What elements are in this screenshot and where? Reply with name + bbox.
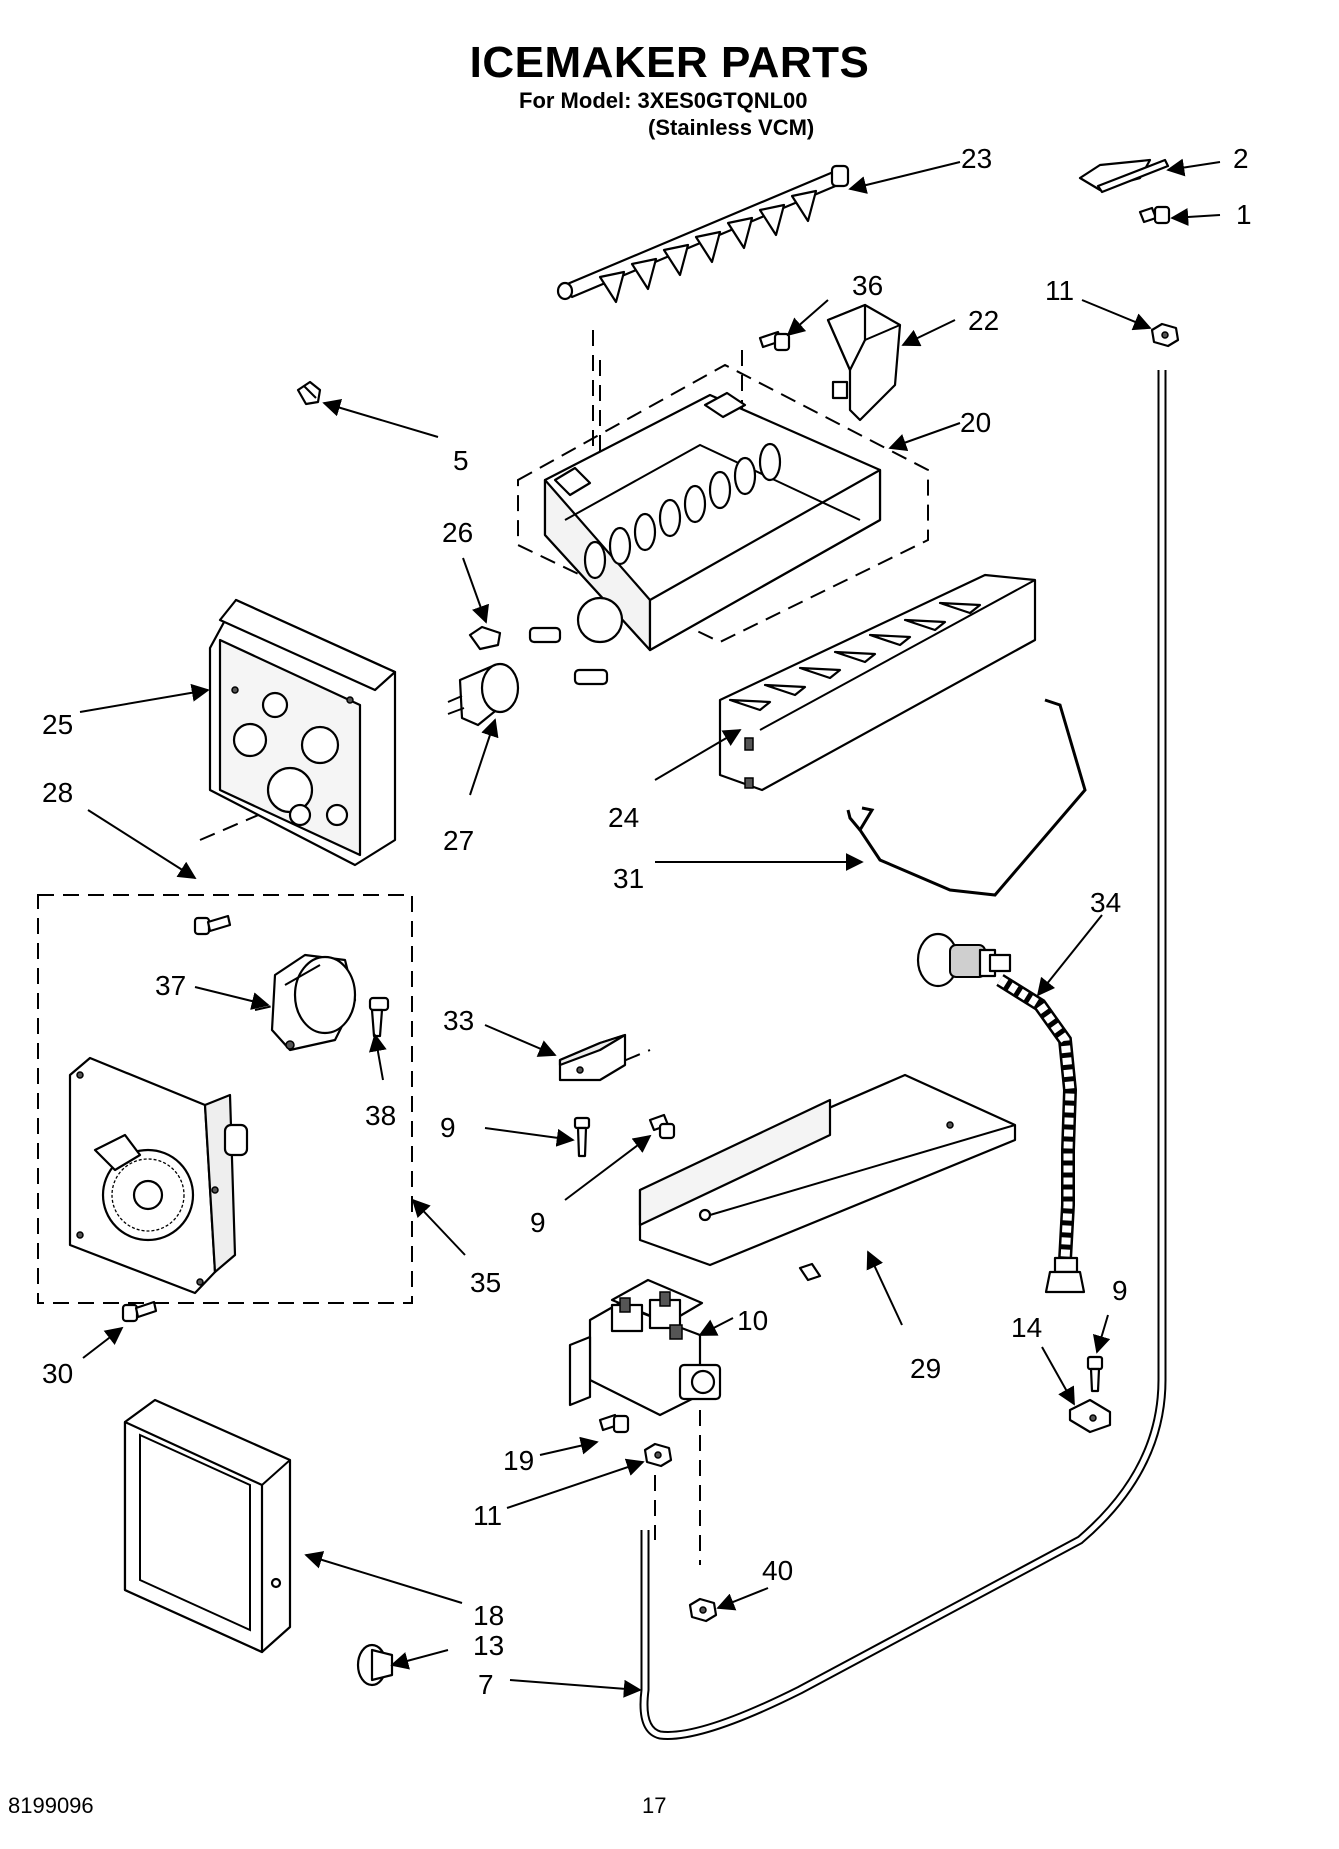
supply-tube-part-7 bbox=[639, 370, 1167, 1740]
cover-part-29 bbox=[638, 1073, 1017, 1282]
bracket-part-33 bbox=[558, 1033, 627, 1082]
plug-part-13 bbox=[356, 1643, 394, 1687]
shutoff-arm-part-31 bbox=[846, 698, 1087, 897]
callout-25: 25 bbox=[42, 709, 73, 740]
screw-part-36 bbox=[758, 330, 791, 352]
mold-part-20 bbox=[528, 391, 882, 686]
callout-20: 20 bbox=[960, 407, 991, 438]
callout-7: 7 bbox=[478, 1669, 494, 1700]
clip-part-26 bbox=[468, 625, 502, 651]
nut-part-11-bottom bbox=[643, 1442, 673, 1468]
screw-part-19 bbox=[598, 1413, 630, 1434]
callout-26: 26 bbox=[442, 517, 473, 548]
callout-24: 24 bbox=[608, 802, 639, 833]
water-valve-part-10 bbox=[568, 1278, 722, 1417]
screw-part-28 bbox=[193, 914, 232, 936]
clamp-part-14 bbox=[1068, 1398, 1112, 1434]
variant-line: (Stainless VCM) bbox=[648, 115, 815, 140]
callout-14: 14 bbox=[1011, 1312, 1042, 1343]
thermostat-part-27 bbox=[447, 662, 520, 727]
callout-22: 22 bbox=[968, 305, 999, 336]
fill-tube-part-34 bbox=[916, 932, 1086, 1294]
callout-5: 5 bbox=[453, 445, 469, 476]
page-number: 17 bbox=[642, 1793, 667, 1818]
control-module-part-35 bbox=[68, 1056, 249, 1295]
bracket-part-2 bbox=[1078, 158, 1170, 194]
housing-part-25 bbox=[208, 598, 397, 867]
nut-part-11-top bbox=[1150, 322, 1180, 348]
stripper-part-24 bbox=[718, 573, 1037, 792]
callout-40: 40 bbox=[762, 1555, 793, 1586]
screw-part-1 bbox=[1138, 205, 1171, 225]
callout-36: 36 bbox=[852, 270, 883, 301]
screw-part-38 bbox=[368, 996, 390, 1038]
callout-28: 28 bbox=[42, 777, 73, 808]
callout-23: 23 bbox=[961, 143, 992, 174]
callout-37: 37 bbox=[155, 970, 186, 1001]
callout-11-top: 11 bbox=[1045, 275, 1074, 306]
callout-9-mid: 9 bbox=[530, 1207, 546, 1238]
callout-35: 35 bbox=[470, 1267, 501, 1298]
callout-1: 1 bbox=[1236, 199, 1252, 230]
callout-31: 31 bbox=[613, 863, 644, 894]
ejector-part-23 bbox=[556, 164, 850, 304]
model-line: For Model: 3XES0GTQNL00 bbox=[519, 88, 808, 113]
callout-11-bottom: 11 bbox=[473, 1500, 502, 1531]
callout-13: 13 bbox=[473, 1630, 504, 1661]
callout-34: 34 bbox=[1090, 887, 1121, 918]
page-title: ICEMAKER PARTS bbox=[469, 38, 870, 87]
screw-part-9c bbox=[1086, 1355, 1104, 1393]
document-number: 8199096 bbox=[8, 1793, 94, 1818]
screw-part-30 bbox=[121, 1300, 158, 1323]
callout-9-right: 9 bbox=[1112, 1275, 1128, 1306]
callout-9-left: 9 bbox=[440, 1112, 456, 1143]
callout-leader-lines bbox=[79, 158, 1221, 1698]
callout-labels: 23 2 1 36 22 11 5 20 26 25 28 27 24 31 3… bbox=[42, 143, 1252, 1700]
motor-part-37 bbox=[270, 953, 357, 1052]
clip-part-5 bbox=[296, 380, 322, 406]
fill-cup-part-22 bbox=[826, 303, 902, 422]
callout-29: 29 bbox=[910, 1353, 941, 1384]
callout-30: 30 bbox=[42, 1358, 73, 1389]
callout-19: 19 bbox=[503, 1445, 534, 1476]
callout-18: 18 bbox=[473, 1600, 504, 1631]
callout-38: 38 bbox=[365, 1100, 396, 1131]
callout-27: 27 bbox=[443, 825, 474, 856]
screw-part-9b bbox=[648, 1113, 676, 1140]
nut-part-40 bbox=[688, 1597, 718, 1623]
callout-33: 33 bbox=[443, 1005, 474, 1036]
callout-2: 2 bbox=[1233, 143, 1249, 174]
cover-box-part-18 bbox=[123, 1398, 292, 1654]
callout-10: 10 bbox=[737, 1305, 768, 1336]
screw-part-9a bbox=[573, 1116, 591, 1158]
